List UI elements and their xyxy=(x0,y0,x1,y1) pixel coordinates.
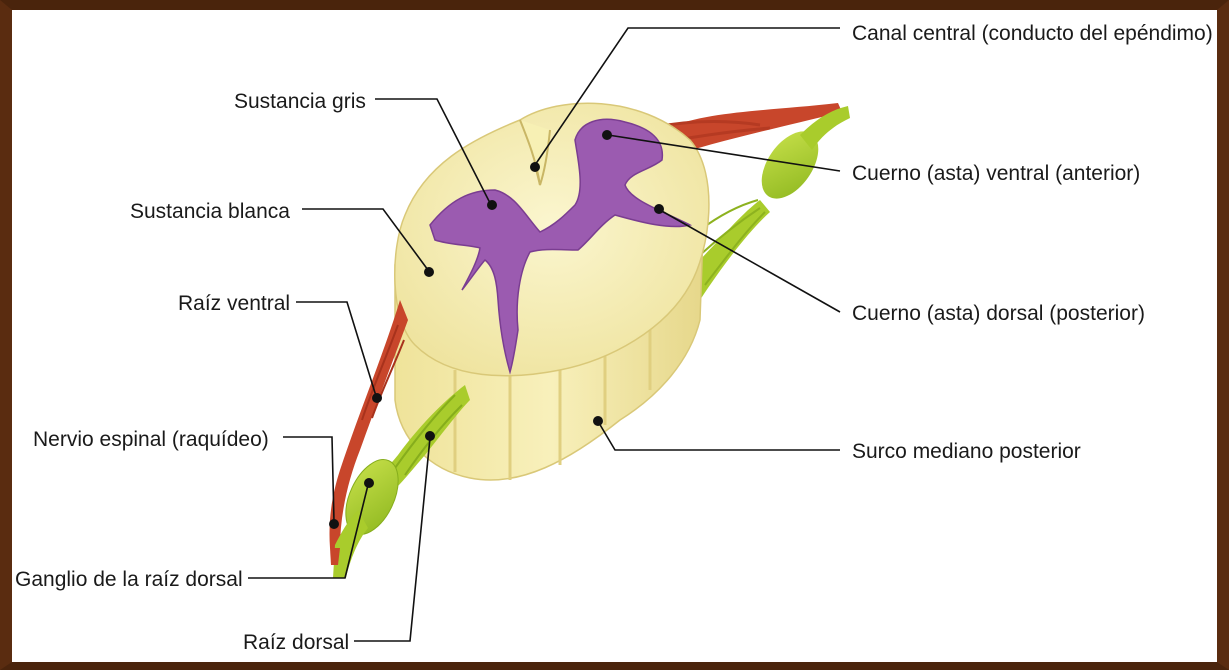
central-canal-dot xyxy=(530,162,540,172)
label-dorsal-root: Raíz dorsal xyxy=(243,631,349,654)
spinal-nerve-dot xyxy=(329,519,339,529)
dorsal-root-dot xyxy=(425,431,435,441)
ganglion-dot xyxy=(364,478,374,488)
ventral-root-dot xyxy=(372,393,382,403)
label-ventral-horn: Cuerno (asta) ventral (anterior) xyxy=(852,162,1140,185)
gray-matter-dot xyxy=(487,200,497,210)
label-dorsal-root-ganglion: Ganglio de la raíz dorsal xyxy=(15,568,243,591)
label-spinal-nerve: Nervio espinal (raquídeo) xyxy=(33,428,269,451)
dorsal-horn-dot xyxy=(654,204,664,214)
label-white-matter: Sustancia blanca xyxy=(130,200,290,223)
white-matter-dot xyxy=(424,267,434,277)
label-gray-matter: Sustancia gris xyxy=(234,90,366,113)
sulcus-dot xyxy=(593,416,603,426)
label-posterior-median-sulcus: Surco mediano posterior xyxy=(852,440,1081,463)
label-dorsal-horn: Cuerno (asta) dorsal (posterior) xyxy=(852,302,1145,325)
ventral-horn-dot xyxy=(602,130,612,140)
label-central-canal: Canal central (conducto del epéndimo) xyxy=(852,22,1213,45)
label-ventral-root: Raíz ventral xyxy=(178,292,290,315)
